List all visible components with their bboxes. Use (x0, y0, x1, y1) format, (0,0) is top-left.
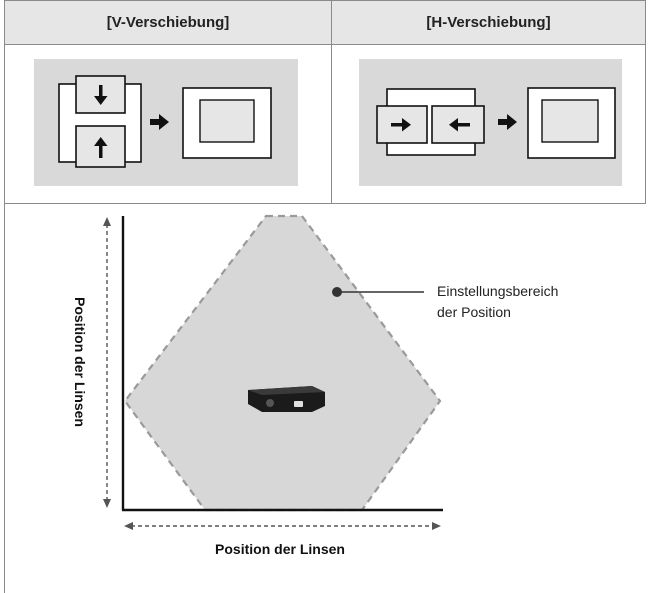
arrow-right-icon (150, 114, 169, 130)
range-label: Einstellungsbereich der Position (437, 281, 558, 323)
projector-icon (248, 386, 325, 412)
lens-shift-range-diagram (103, 214, 443, 530)
adjustment-range-area (123, 214, 442, 512)
v-shift-illustration (58, 75, 272, 168)
header-v-shift: [V-Verschiebung] (5, 1, 331, 44)
arrow-down-icon (94, 85, 108, 105)
arrow-right-icon (498, 114, 517, 130)
arrow-up-icon (94, 137, 108, 158)
header-v-shift-label: [V-Verschiebung] (106, 14, 230, 31)
y-range-arrow-up-icon (103, 217, 111, 226)
y-axis-label: Position der Linsen (72, 297, 88, 427)
arrow-left-icon (449, 118, 470, 132)
v-shift-result-image (199, 99, 255, 143)
header-h-shift: [H-Verschiebung] (332, 1, 645, 44)
h-shift-result-image (541, 99, 599, 143)
x-range-arrow-right-icon (432, 522, 441, 530)
v-shift-image-bottom (75, 125, 126, 168)
h-shift-illustration (376, 87, 616, 159)
x-range-arrow-left-icon (124, 522, 133, 530)
header-h-shift-label: [H-Verschiebung] (426, 14, 551, 31)
range-label-line2: der Position (437, 304, 511, 320)
y-range-arrow-down-icon (103, 499, 111, 508)
range-label-line1: Einstellungsbereich (437, 283, 559, 299)
arrow-right-icon (391, 118, 411, 132)
x-axis-label: Position der Linsen (215, 541, 345, 557)
